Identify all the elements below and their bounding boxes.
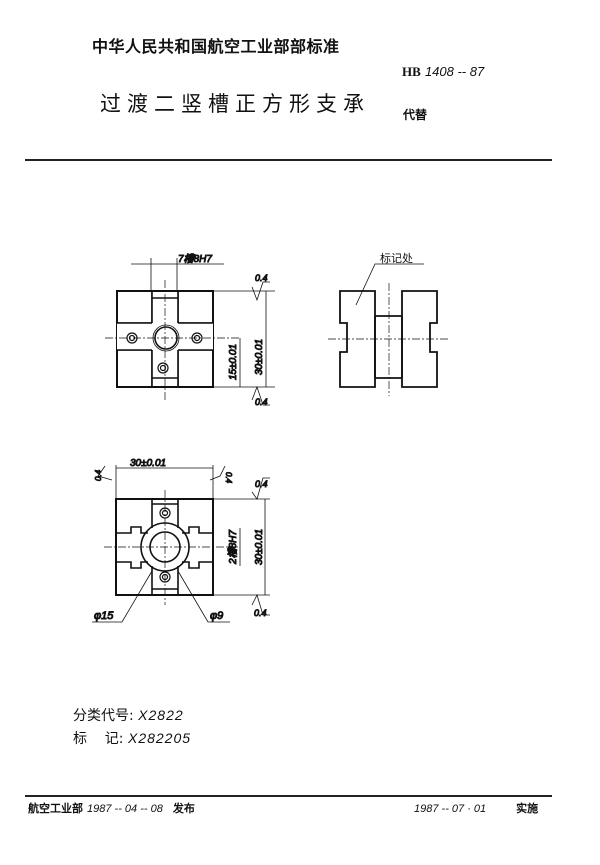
bottom-dim-height: 30±0.01 [254, 529, 265, 565]
issue-label: 发布 [172, 802, 195, 815]
standard-prefix: HB [402, 64, 421, 79]
effective-date: 1987 -- 07 · 01 [414, 803, 487, 815]
small-diameter-label: φ9 [210, 610, 223, 622]
mark-label: 标 记: [73, 731, 124, 747]
front-roughness-top: 0.4 [255, 273, 268, 283]
bottom-roughness-right: 0.4 [224, 472, 233, 484]
bottom-roughness-top: 0.4 [255, 479, 268, 489]
document-title: 过渡二竖槽正方形支承 [100, 92, 370, 116]
replaces-label: 代替 [403, 108, 428, 122]
front-dim-half: 15±0.01 [228, 344, 239, 380]
header-divider [25, 159, 552, 161]
bottom-dim-width: 30±0.01 [130, 458, 166, 469]
effective-label: 实施 [516, 802, 539, 815]
classification-code-value: X2822 [138, 707, 184, 723]
bottom-roughness-bottom: 0.4 [254, 608, 267, 618]
front-slot-label: 7槽8H7 [178, 253, 212, 265]
footer-divider [25, 795, 552, 797]
bottom-roughness-left: 0.4 [94, 469, 103, 481]
large-diameter-label: φ15 [94, 610, 114, 622]
front-view: 7槽8H7 0.4 0.4 30±0.01 15±0.01 [105, 253, 275, 408]
front-roughness-bottom: 0.4 [255, 397, 268, 407]
front-dim-height: 30±0.01 [254, 339, 265, 375]
issuing-organization: 中华人民共和国航空工业部部标准 [92, 37, 340, 56]
issuer: 航空工业部 [28, 802, 83, 815]
classification-code: 分类代号: X2822 [73, 705, 184, 725]
issue-info: 航空工业部 1987 -- 04 -- 08 发布 [28, 800, 195, 816]
standard-number: 1408 -- 87 [424, 64, 485, 79]
effective-info: 1987 -- 07 · 01 实施 [410, 800, 538, 816]
issue-date: 1987 -- 04 -- 08 [87, 803, 163, 815]
marking-label: 标记处 [380, 251, 413, 265]
mark-value: X282205 [127, 730, 192, 746]
mark-code: 标 记: X282205 [73, 728, 191, 748]
standard-code: HB 1408 -- 87 [402, 64, 484, 80]
bottom-slot-label: 2槽8H7 [227, 530, 239, 565]
bottom-view: 30±0.01 30±0.01 2槽8H7 0.4 0.4 0.4 0.4 φ1… [92, 458, 270, 623]
classification-code-label: 分类代号: [73, 708, 134, 724]
side-view: 标记处 [328, 251, 448, 396]
